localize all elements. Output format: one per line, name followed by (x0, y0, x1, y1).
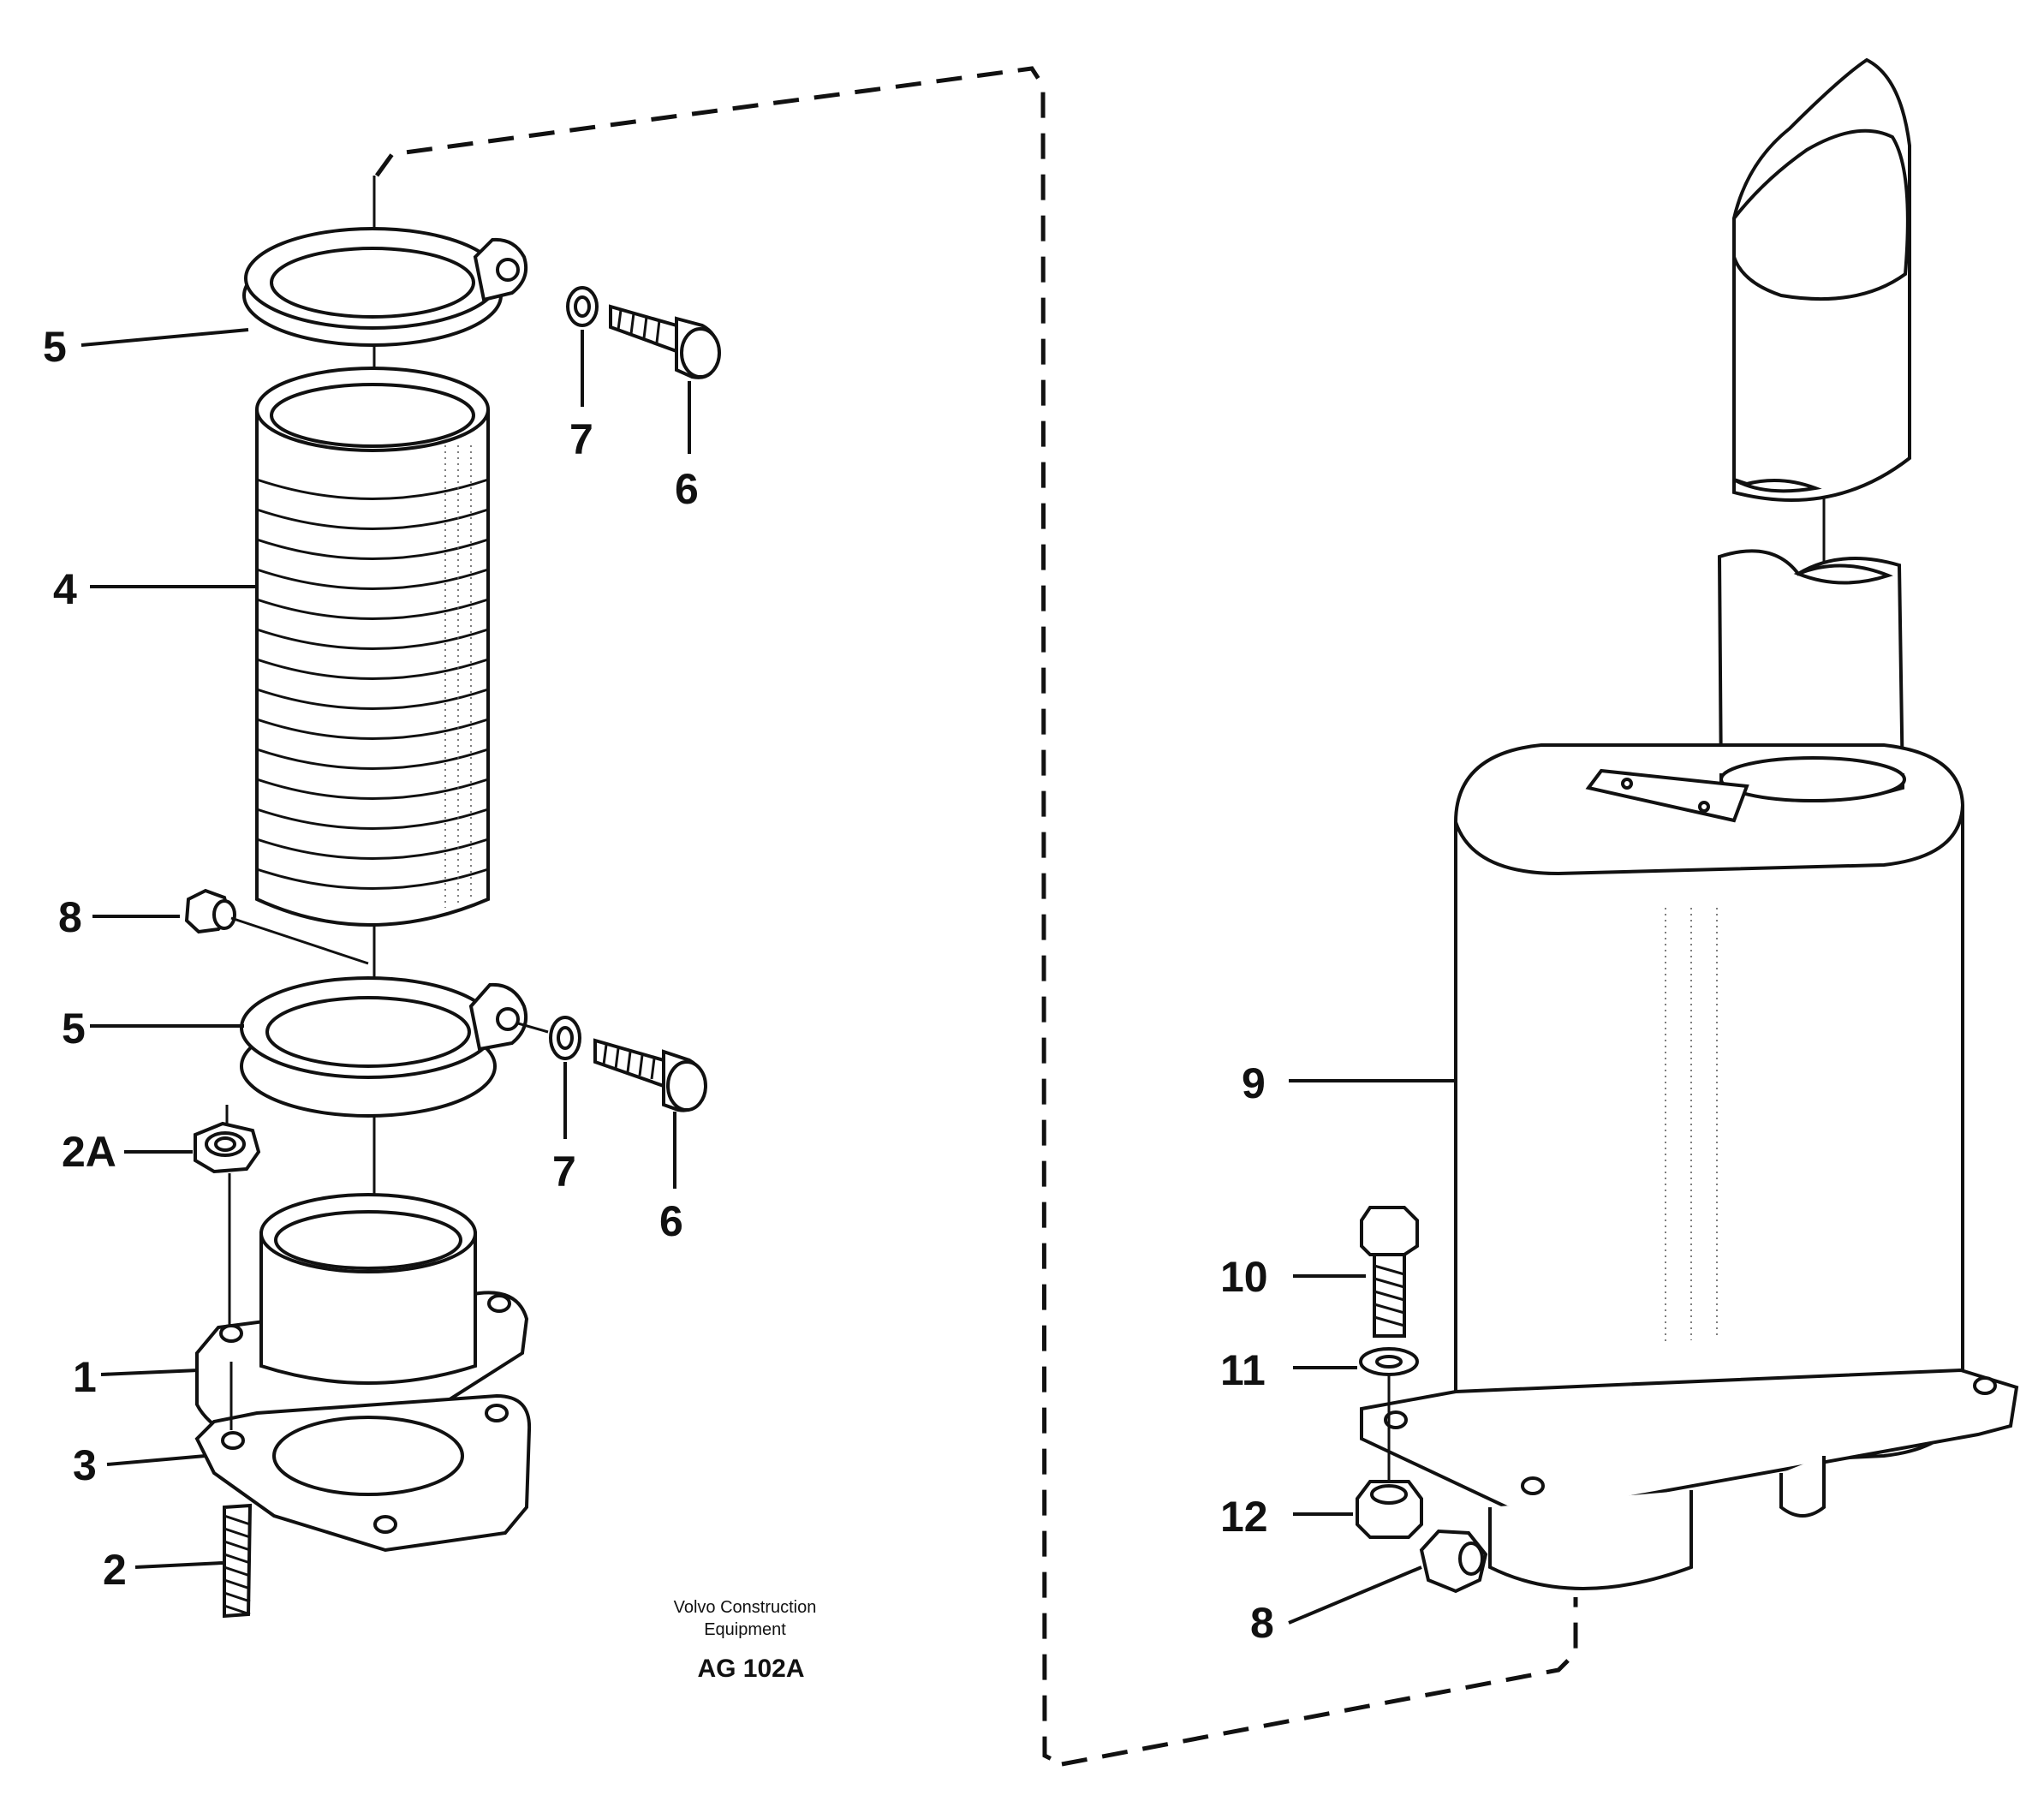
nut-2a (194, 1105, 261, 1327)
drawing-code: AG 102A (697, 1655, 804, 1683)
callout-4: 4 (53, 565, 77, 613)
washer-top (566, 286, 599, 327)
callout-labels: 5 7 6 4 8 5 2A 7 6 1 3 2 9 10 11 12 8 (43, 323, 1274, 1647)
tail-pipe-upper (1732, 57, 1911, 565)
callout-2a: 2A (62, 1128, 116, 1176)
callout-2: 2 (103, 1546, 127, 1594)
caption-line-1: Volvo Construction (674, 1598, 817, 1617)
stud (223, 1503, 253, 1619)
callout-9: 9 (1242, 1059, 1266, 1107)
callout-8-right: 8 (1250, 1599, 1274, 1647)
corrugated-hose (255, 367, 490, 927)
muffler (1360, 743, 2019, 1590)
flange-pipe (195, 1193, 529, 1449)
callout-5-bottom: 5 (62, 1005, 86, 1053)
callout-7-top: 7 (569, 415, 593, 463)
clamp-top (242, 227, 528, 347)
washer-11 (1359, 1347, 1419, 1490)
caption: Volvo Construction Equipment AG 102A (674, 1598, 817, 1683)
callout-3: 3 (73, 1441, 97, 1489)
leader-lines (80, 328, 1456, 1625)
bolt-10 (1360, 1206, 1419, 1338)
callout-12: 12 (1220, 1493, 1268, 1541)
callout-5-top: 5 (43, 323, 67, 371)
callout-6-bottom: 6 (659, 1197, 683, 1245)
nut-12 (1356, 1480, 1423, 1539)
gasket (194, 1362, 532, 1553)
bolt-top (609, 304, 721, 379)
callout-1: 1 (73, 1353, 97, 1401)
nut-left (184, 888, 369, 965)
nut-right (1419, 1529, 1488, 1594)
clamp-bottom (240, 976, 549, 1118)
callout-11: 11 (1220, 1346, 1266, 1394)
callout-6-top: 6 (675, 465, 699, 513)
tail-pipe-lower (1717, 549, 1905, 802)
caption-line-2: Equipment (704, 1620, 786, 1639)
callout-8-left: 8 (58, 893, 82, 941)
washer-bottom (549, 1016, 581, 1060)
bolt-bottom (593, 1038, 707, 1112)
callout-7-bottom: 7 (552, 1148, 576, 1196)
dashed-connection-frame (374, 66, 1578, 1767)
callout-10: 10 (1220, 1253, 1268, 1301)
